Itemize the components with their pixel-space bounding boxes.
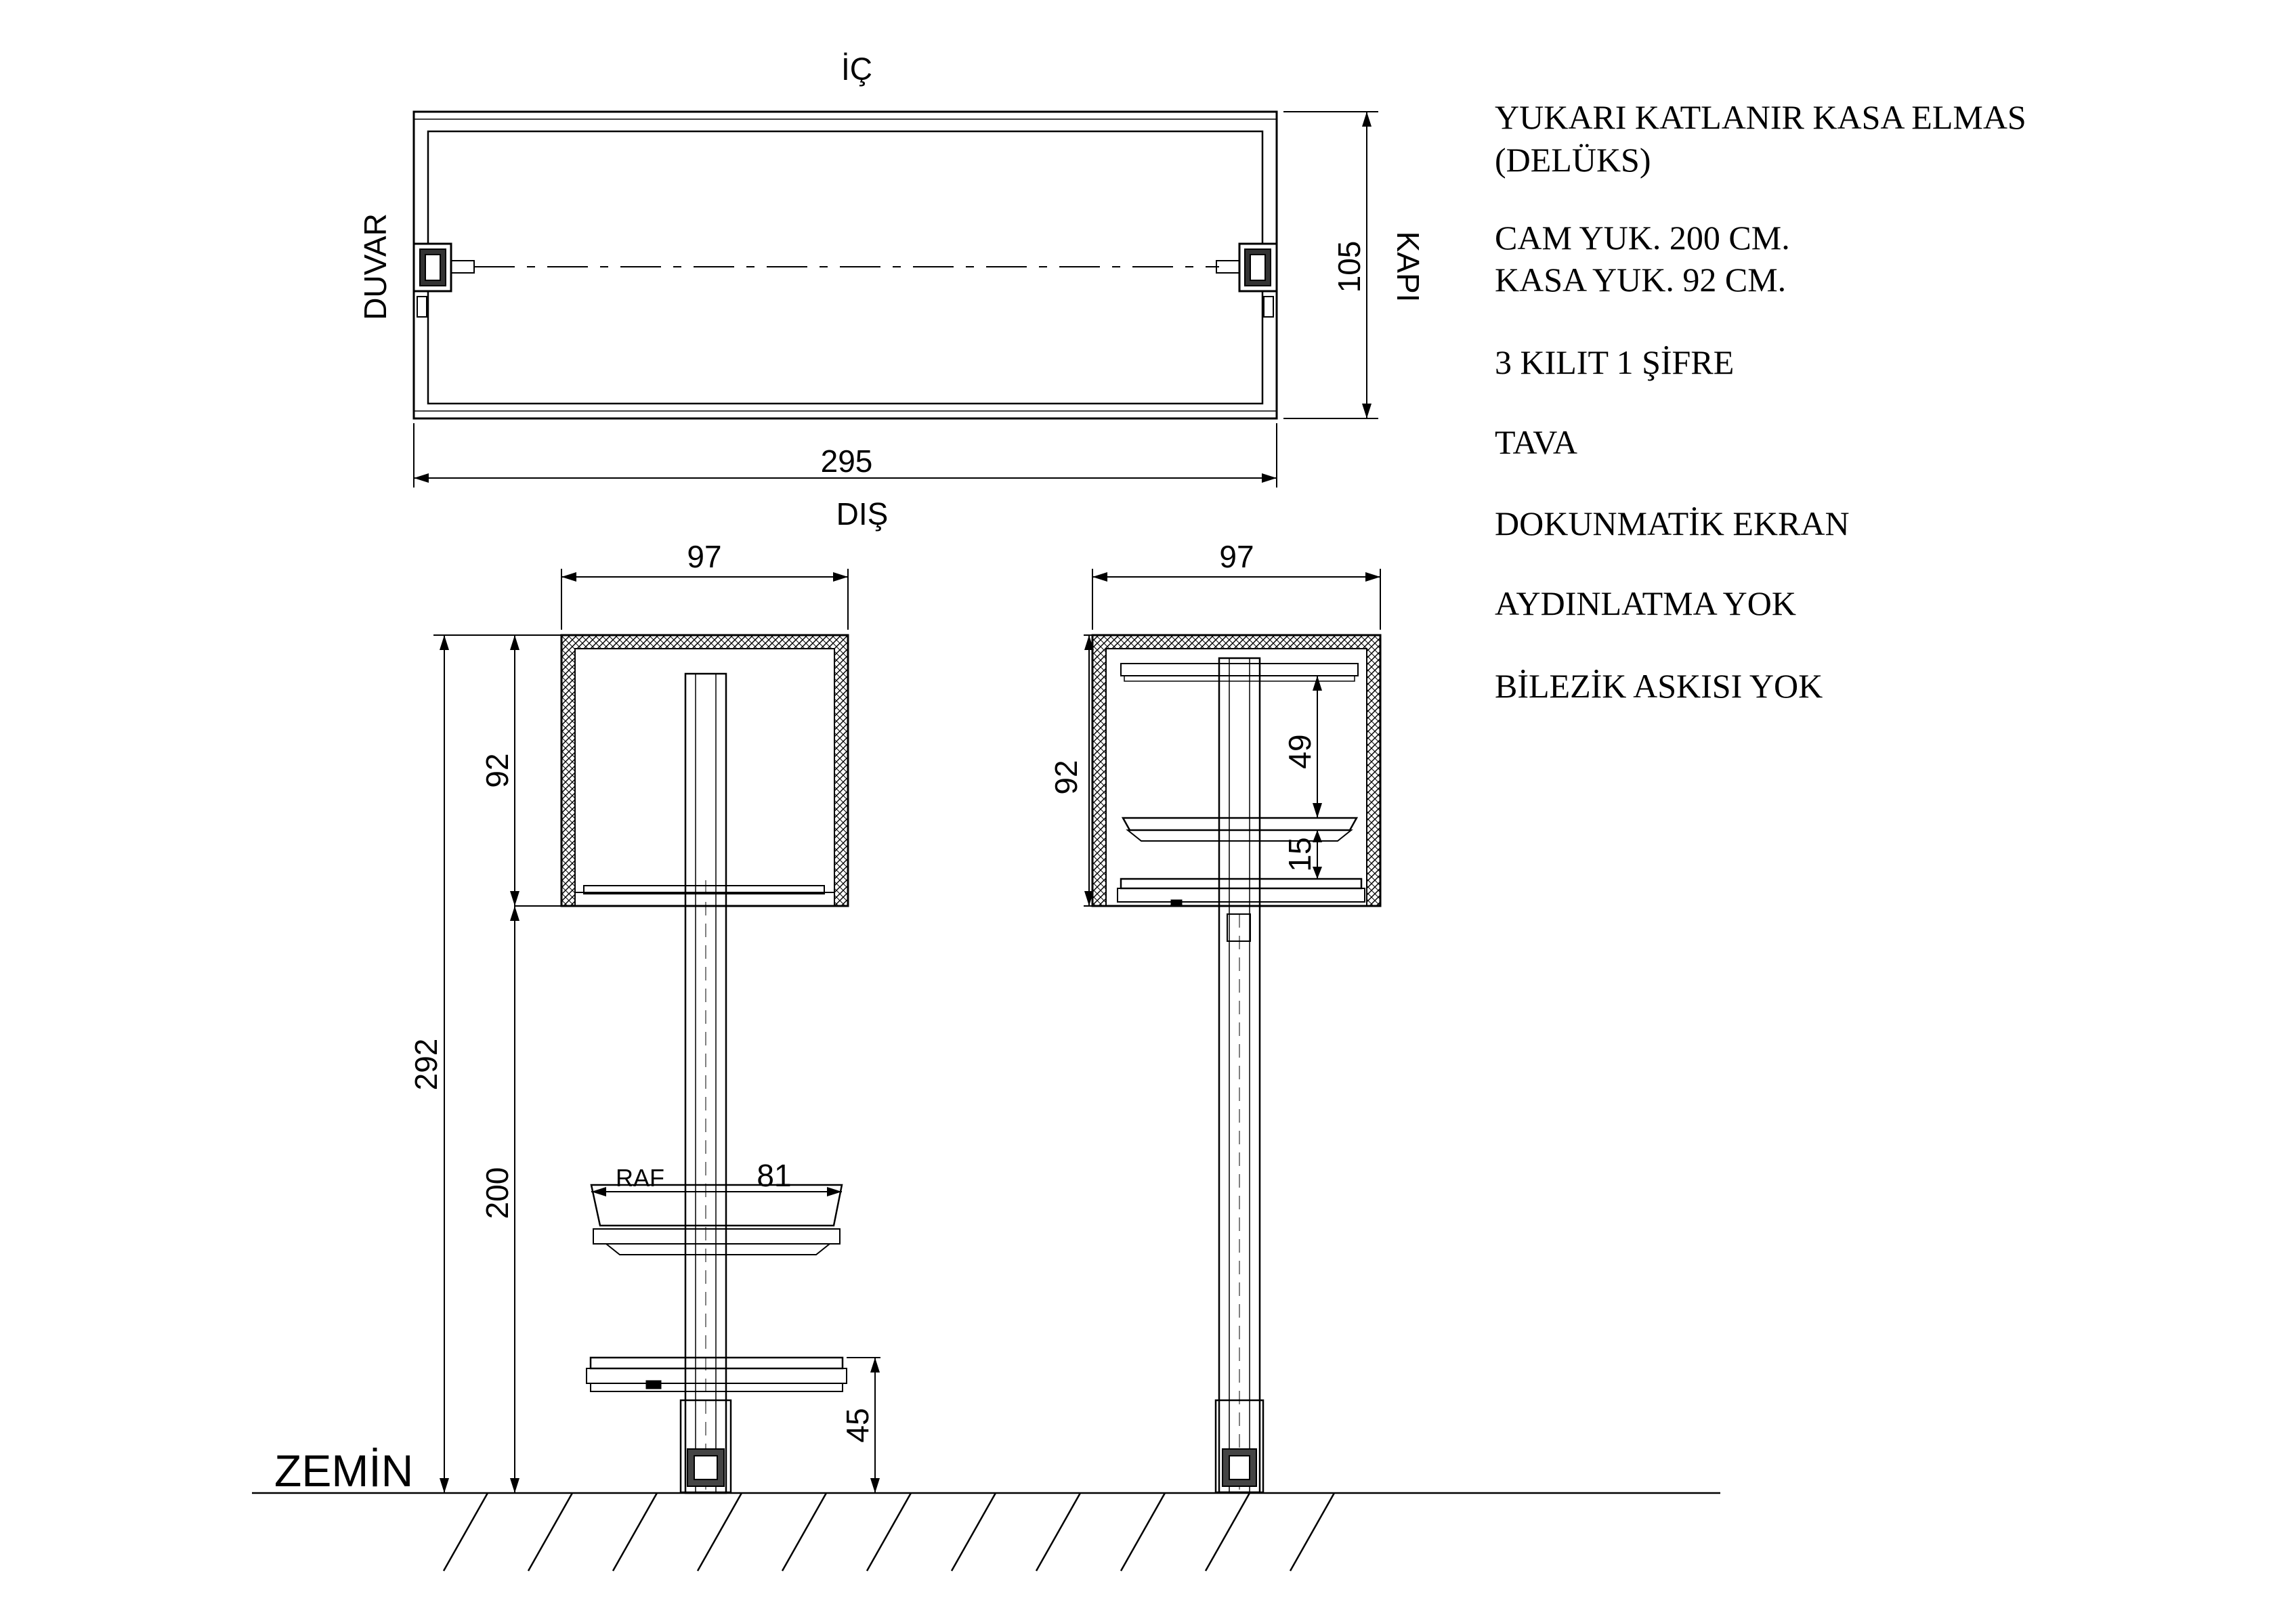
plan-bottom-label: DIŞ [836, 496, 889, 532]
plan-depth-dim: 105 [1332, 241, 1367, 293]
ground-label: ZEMİN [274, 1446, 413, 1496]
left-total-height-dim: 292 [408, 1039, 444, 1091]
right-tray-gap-dim: 15 [1282, 837, 1317, 871]
note-tray: TAVA [1495, 423, 1577, 461]
plan-width-dim: 295 [821, 444, 873, 479]
right-width-dim: 97 [1219, 539, 1254, 574]
note-title-line1: YUKARI KATLANIR KASA ELMAS [1495, 98, 2026, 136]
shelf-label: RAF [616, 1164, 664, 1192]
plan-view [412, 110, 1378, 488]
right-box-height-dim: 92 [1048, 760, 1084, 794]
left-hinge-icon [412, 242, 475, 404]
plan-top-label: İÇ [841, 51, 872, 87]
left-width-dim: 97 [687, 539, 721, 574]
ground [252, 1492, 1720, 1572]
left-elevation [433, 569, 880, 1494]
note-case-height: KASA YUK. 92 CM. [1495, 261, 1786, 299]
plan-right-label: KAPI [1390, 232, 1426, 303]
plan-outer-frame [412, 110, 1278, 420]
left-lower-height-dim: 200 [480, 1167, 515, 1219]
right-elevation [1084, 569, 1382, 1494]
right-shelf-gap-dim: 49 [1282, 734, 1317, 769]
tray-height-dim: 45 [840, 1408, 875, 1442]
spec-notes: YUKARI KATLANIR KASA ELMAS (DELÜKS) CAM … [1495, 98, 2026, 705]
note-screen: DOKUNMATİK EKRAN [1495, 504, 1850, 542]
note-locks: 3 KILIT 1 ŞİFRE [1495, 343, 1734, 381]
right-tray [1120, 878, 1363, 890]
note-glass-height: CAM YUK. 200 CM. [1495, 219, 1790, 257]
left-shelf [590, 1184, 843, 1227]
note-bracelet: BİLEZİK ASKISI YOK [1495, 667, 1823, 705]
left-tray [589, 1356, 844, 1370]
note-lighting: AYDINLATMA YOK [1495, 584, 1796, 622]
left-box-height-dim: 92 [480, 753, 515, 787]
right-hinge-icon [1216, 242, 1278, 318]
left-cabinet-outer [560, 634, 849, 907]
plan-left-label: DUVAR [358, 213, 393, 320]
shelf-width-dim: 81 [757, 1158, 791, 1193]
right-cabinet-insulation [1092, 634, 1381, 907]
note-title-line2: (DELÜKS) [1495, 141, 1651, 179]
left-cabinet-insulation [561, 634, 849, 907]
right-upper-shelf [1121, 817, 1359, 831]
